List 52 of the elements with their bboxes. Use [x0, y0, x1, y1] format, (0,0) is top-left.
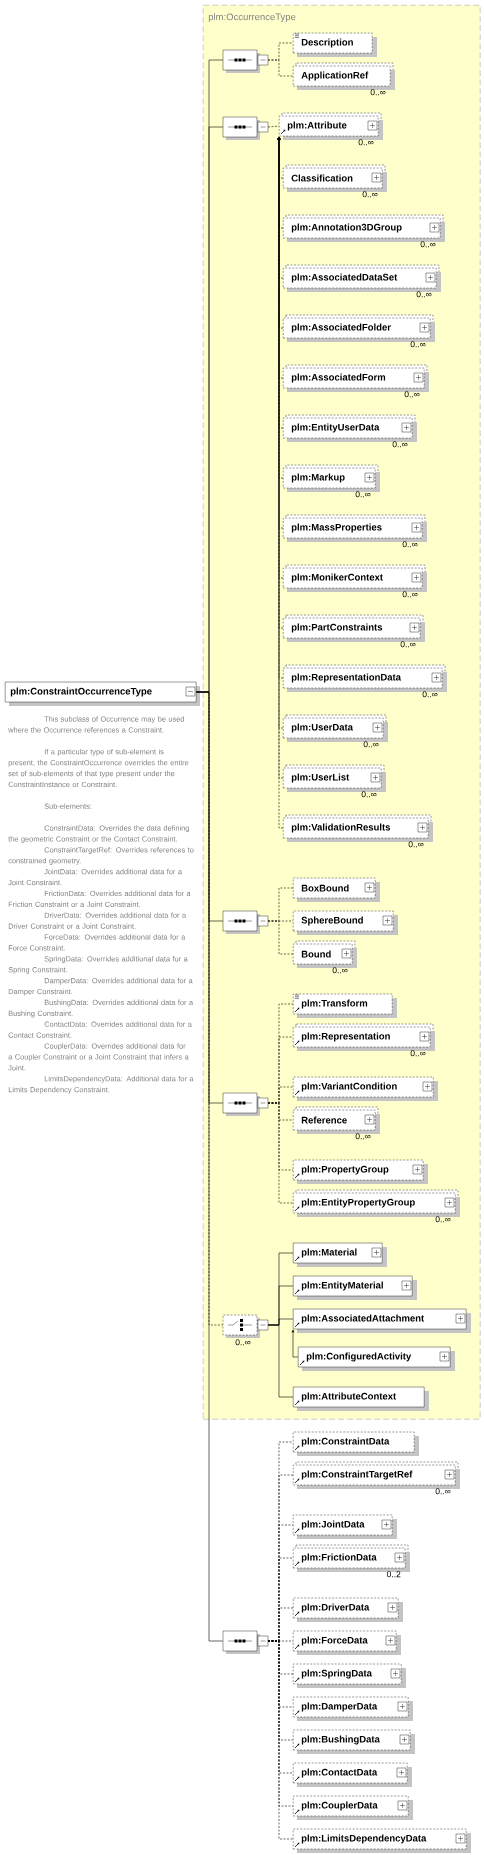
element-box: plm:ConstraintOccurrenceType [5, 681, 200, 706]
connector [267, 125, 280, 128]
cardinality-label: 0..∞ [361, 791, 377, 798]
element-box: plm:Representation [293, 1023, 435, 1051]
cardinality-label: 0..∞ [332, 967, 348, 974]
element-box: plm:ConfiguredActivity [298, 1346, 455, 1371]
element-box: plm:AttributeContext [293, 1386, 429, 1411]
cardinality-label: 0..∞ [363, 741, 379, 748]
cardinality-label: 0..∞ [392, 441, 408, 448]
element-box: plm:MassProperties [283, 514, 427, 542]
arrow [291, 1329, 299, 1358]
element-box: plm:ConstraintData [293, 1431, 419, 1456]
element-box: plm:EntityUserData [283, 414, 417, 442]
connector [196, 691, 224, 1642]
cardinality-label: 0..∞ [435, 1216, 451, 1223]
cardinality-label: 0..∞ [358, 139, 374, 146]
connector [267, 1640, 294, 1840]
element-box: plm:MonikerContext [283, 564, 427, 592]
cardinality-label: 0..∞ [402, 591, 418, 598]
cardinality-label: 0..∞ [362, 191, 378, 198]
cardinality-label: 0..∞ [410, 341, 426, 348]
element-box: plm:VariantCondition [293, 1076, 438, 1101]
element-box: plm:RepresentationData [283, 664, 447, 692]
element-box: plm:LimitsDependencyData [293, 1828, 471, 1853]
element-box: plm:PropertyGroup [293, 1159, 428, 1184]
cardinality-label: 0..∞ [355, 1133, 371, 1140]
element-box: plm:PartConstraints [283, 614, 425, 642]
connector [267, 920, 294, 955]
cardinality-label: 0..∞ [408, 841, 424, 848]
cardinality-label: 0..∞ [235, 1339, 251, 1346]
cardinality-label: 0..∞ [435, 1488, 451, 1495]
element-box: plm:EntityPropertyGroup [293, 1189, 460, 1217]
element-box: plm:ConstraintTargetRef [293, 1461, 460, 1489]
connector [267, 59, 294, 77]
connector [267, 1102, 294, 1204]
cardinality-label: 0..∞ [404, 391, 420, 398]
cardinality-label: 0..∞ [400, 641, 416, 648]
connector [267, 1324, 294, 1398]
cardinality-label: 0..∞ [422, 691, 438, 698]
element-box: plm:ValidationResults [283, 814, 433, 842]
cardinality-label: 0..∞ [355, 491, 371, 498]
cardinality-label: 0..∞ [370, 89, 386, 96]
cardinality-label: 0..∞ [402, 541, 418, 548]
cardinality-label: 0..∞ [420, 241, 436, 248]
cardinality-label: 0..∞ [416, 291, 432, 298]
cardinality-label: 0..∞ [410, 1050, 426, 1057]
element-box: plm:AssociatedDataSet [283, 264, 441, 292]
element-box: plm:Annotation3DGroup [283, 214, 445, 242]
element-box: plm:AssociatedFolder [283, 314, 435, 342]
cardinality-label: 0..2 [386, 1571, 401, 1578]
element-box: plm:AssociatedForm [283, 364, 429, 392]
element-box: plm:AssociatedAttachment [293, 1308, 471, 1333]
